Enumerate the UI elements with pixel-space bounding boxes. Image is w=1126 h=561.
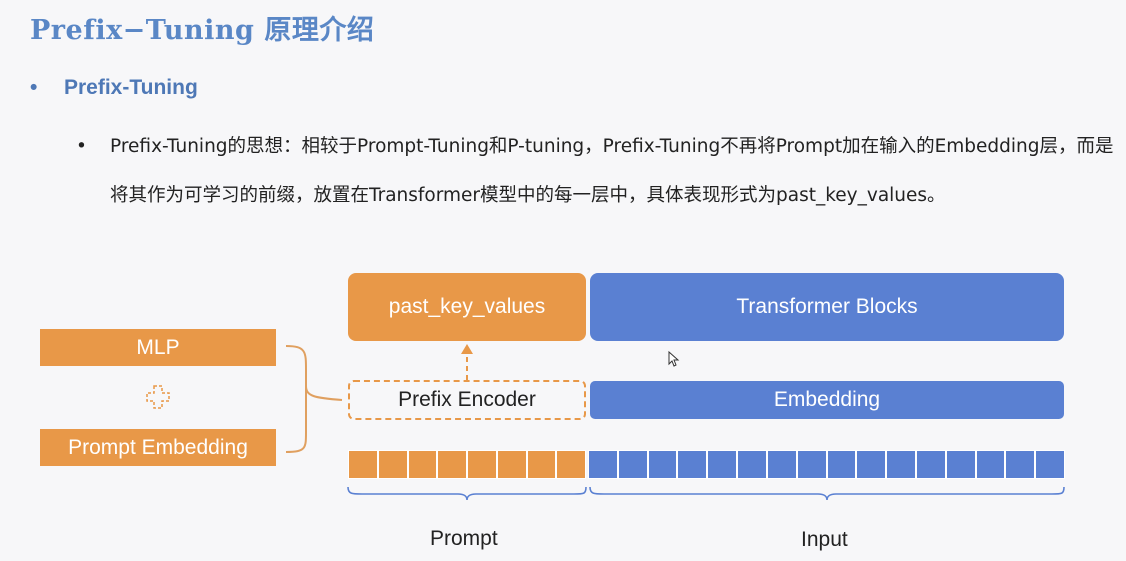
input-token bbox=[975, 450, 1006, 479]
input-token bbox=[617, 450, 648, 479]
input-token bbox=[1035, 450, 1065, 479]
input-label: Input bbox=[801, 528, 848, 551]
prompt-token bbox=[556, 450, 586, 479]
input-token-row bbox=[588, 450, 1065, 479]
prompt-embedding-box: Prompt Embedding bbox=[40, 429, 276, 466]
dashed-plus-icon bbox=[146, 385, 170, 409]
input-token bbox=[647, 450, 678, 479]
input-token bbox=[796, 450, 827, 479]
transformer-blocks-box: Transformer Blocks bbox=[590, 273, 1064, 341]
embedding-label: Embedding bbox=[773, 388, 881, 411]
input-token bbox=[707, 450, 738, 479]
prompt-token bbox=[496, 450, 527, 479]
input-token bbox=[766, 450, 797, 479]
input-token bbox=[945, 450, 976, 479]
prompt-token bbox=[467, 450, 497, 479]
past-key-values-label: past_key_values bbox=[388, 295, 546, 318]
input-token bbox=[1005, 450, 1036, 479]
prompt-token bbox=[526, 450, 557, 479]
prefix-encoder-label: Prefix Encoder bbox=[398, 388, 536, 411]
prompt-label: Prompt bbox=[430, 527, 498, 550]
bullet-heading: • Prefix-Tuning bbox=[30, 76, 198, 100]
input-token bbox=[915, 450, 946, 479]
prompt-brace bbox=[347, 486, 587, 501]
input-token bbox=[856, 450, 887, 479]
bullet-heading-text: Prefix-Tuning bbox=[64, 76, 198, 99]
mlp-label: MLP bbox=[136, 335, 180, 359]
description-paragraph: • Prefix-Tuning的思想：相较于Prompt-Tuning和P-tu… bbox=[76, 122, 1116, 220]
transformer-blocks-label: Transformer Blocks bbox=[736, 295, 918, 318]
input-token bbox=[737, 450, 767, 479]
cursor-icon bbox=[668, 350, 680, 367]
prompt-token bbox=[437, 450, 467, 479]
prefix-encoder-box: Prefix Encoder bbox=[348, 380, 586, 420]
prompt-token bbox=[407, 450, 438, 479]
description-text: Prefix-Tuning的思想：相较于Prompt-Tuning和P-tuni… bbox=[110, 136, 1114, 206]
prompt-token bbox=[348, 450, 378, 479]
input-token bbox=[677, 450, 708, 479]
page-title: Prefix−Tuning 原理介绍 bbox=[30, 15, 375, 46]
input-brace bbox=[589, 486, 1065, 501]
arrow-head bbox=[461, 344, 473, 354]
prompt-embedding-label: Prompt Embedding bbox=[68, 435, 248, 459]
sub-bullet-marker: • bbox=[76, 136, 87, 157]
prompt-token bbox=[377, 450, 408, 479]
mlp-box: MLP bbox=[40, 329, 276, 366]
prompt-token-row bbox=[348, 450, 586, 479]
embedding-box: Embedding bbox=[590, 381, 1064, 419]
bullet-marker: • bbox=[30, 76, 38, 99]
input-token bbox=[886, 450, 916, 479]
input-token bbox=[588, 450, 618, 479]
past-key-values-box: past_key_values bbox=[348, 273, 586, 341]
merge-bracket bbox=[285, 345, 343, 453]
input-token bbox=[826, 450, 857, 479]
